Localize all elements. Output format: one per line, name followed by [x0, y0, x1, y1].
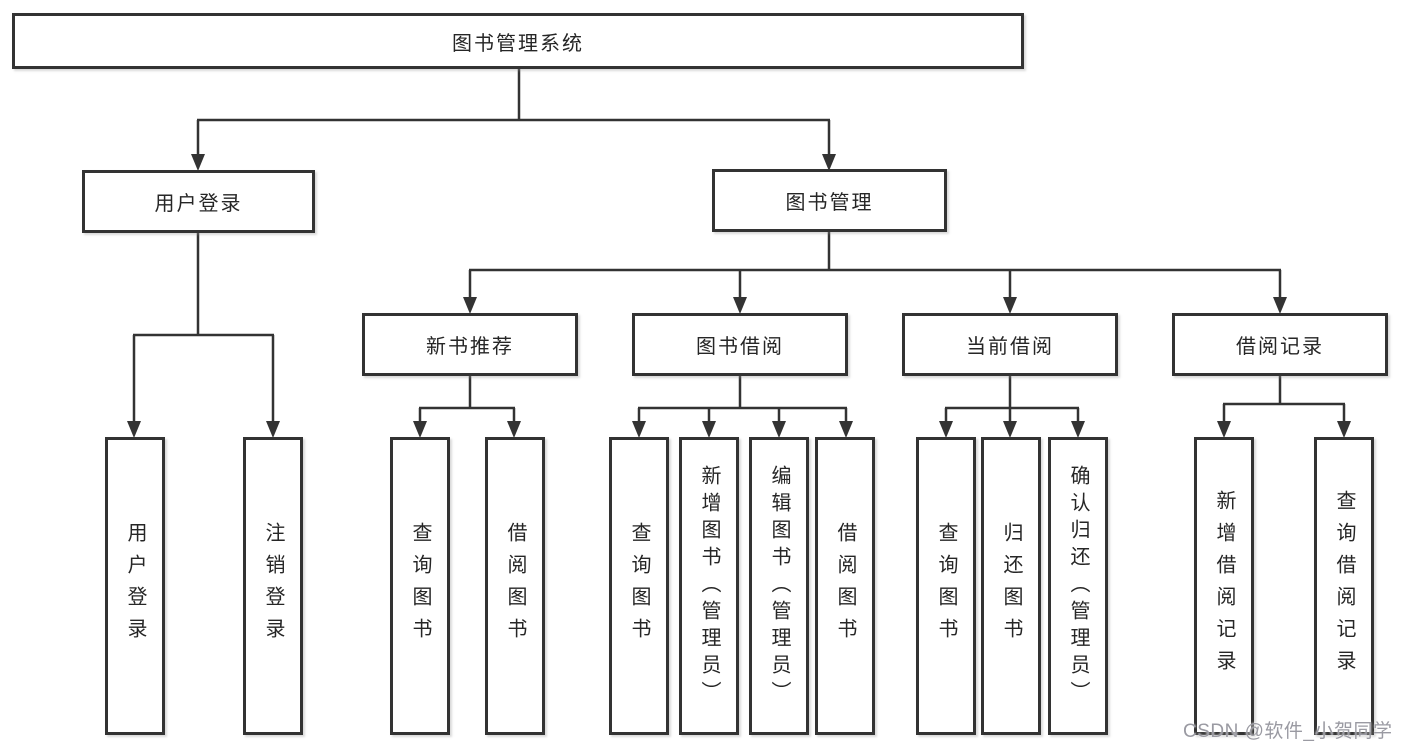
- node-label: 新书推荐: [426, 336, 514, 358]
- node-label: 归还图书: [1000, 522, 1022, 650]
- node-label: 查询图书: [409, 522, 431, 650]
- arrowhead-icon: [632, 421, 646, 438]
- watermark: CSDN @软件_小贺同学: [1183, 721, 1393, 742]
- node-label: 查询图书: [935, 522, 957, 650]
- arrowhead-icon: [733, 297, 747, 314]
- arrowhead-icon: [772, 421, 786, 438]
- node-label: 编辑图书（管理员）: [768, 464, 790, 708]
- arrowhead-icon: [507, 421, 521, 438]
- node-label: 当前借阅: [966, 336, 1054, 358]
- node-label: 图书借阅: [696, 336, 784, 358]
- node-borrow-records: 借阅记录: [1172, 313, 1388, 376]
- node-label: 借阅图书: [834, 522, 856, 650]
- node-label: 新增图书（管理员）: [698, 464, 720, 708]
- node-label: 图书管理系统: [452, 32, 584, 55]
- connector-book-borrow: [637, 376, 848, 423]
- node-label: 新增借阅记录: [1213, 490, 1235, 682]
- connector-new-book-recommend: [418, 376, 516, 423]
- arrowhead-icon: [1003, 297, 1017, 314]
- node-library-system: 图书管理系统: [12, 13, 1024, 69]
- node-label: 用户登录: [154, 193, 243, 215]
- node-user-login: 用户登录: [82, 170, 315, 233]
- leaf-query-books-recommend: 查询图书: [390, 437, 450, 735]
- arrowhead-icon: [1337, 421, 1351, 438]
- leaf-return-book: 归还图书: [981, 437, 1041, 735]
- arrowhead-icon: [1217, 421, 1231, 438]
- arrowhead-icon: [1273, 297, 1287, 314]
- arrowhead-icon: [191, 154, 205, 171]
- node-label: 注销登录: [262, 522, 284, 650]
- leaf-user-login: 用户登录: [105, 437, 165, 735]
- node-book-management: 图书管理: [712, 169, 947, 232]
- arrowhead-icon: [413, 421, 427, 438]
- node-label: 借阅记录: [1236, 336, 1324, 358]
- leaf-query-books-current: 查询图书: [916, 437, 976, 735]
- node-label: 确认归还（管理员）: [1067, 464, 1089, 708]
- leaf-add-book-admin: 新增图书（管理员）: [679, 437, 739, 735]
- leaf-add-borrow-record: 新增借阅记录: [1194, 437, 1254, 735]
- node-new-book-recommend: 新书推荐: [362, 313, 578, 376]
- leaf-logout: 注销登录: [243, 437, 303, 735]
- node-label: 查询借阅记录: [1333, 490, 1355, 682]
- connector-root: [196, 66, 831, 155]
- arrowhead-icon: [1003, 421, 1017, 438]
- node-label: 图书管理: [785, 192, 874, 214]
- connector-current-borrow: [944, 376, 1080, 423]
- leaf-confirm-return-admin: 确认归还（管理员）: [1048, 437, 1108, 735]
- connector-book-management: [468, 232, 1282, 298]
- leaf-query-borrow-record: 查询借阅记录: [1314, 437, 1374, 735]
- arrowhead-icon: [839, 421, 853, 438]
- leaf-query-books-borrow: 查询图书: [609, 437, 669, 735]
- node-label: 借阅图书: [504, 522, 526, 650]
- arrowhead-icon: [463, 297, 477, 314]
- arrowhead-icon: [939, 421, 953, 438]
- arrowhead-icon: [702, 421, 716, 438]
- connector-user-login: [132, 233, 275, 422]
- leaf-edit-book-admin: 编辑图书（管理员）: [749, 437, 809, 735]
- node-current-borrow: 当前借阅: [902, 313, 1118, 376]
- leaf-borrow-books-recommend: 借阅图书: [485, 437, 545, 735]
- node-label: 查询图书: [628, 522, 650, 650]
- arrowhead-icon: [1071, 421, 1085, 438]
- arrowhead-icon: [127, 421, 141, 438]
- node-label: 用户登录: [124, 522, 146, 650]
- arrowhead-icon: [266, 421, 280, 438]
- node-book-borrow: 图书借阅: [632, 313, 848, 376]
- leaf-borrow-books: 借阅图书: [815, 437, 875, 735]
- connector-borrow-records: [1222, 376, 1346, 423]
